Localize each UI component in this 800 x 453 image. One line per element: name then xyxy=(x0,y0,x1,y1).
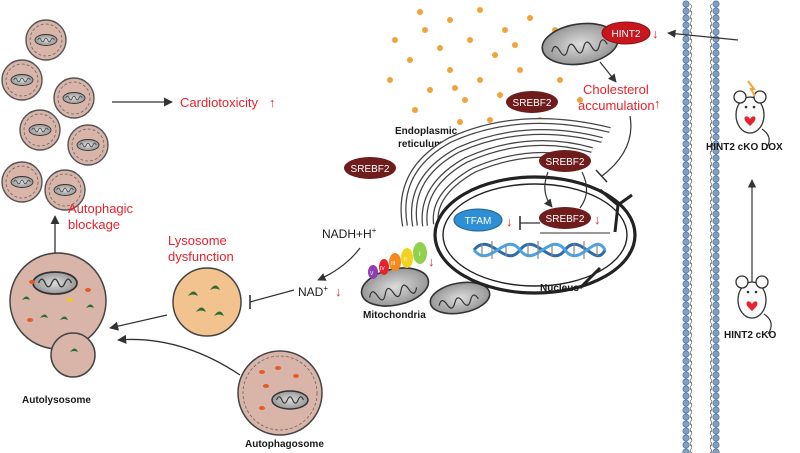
autolysosome xyxy=(9,252,107,378)
inhibit-cholesterol-to-srebf2 xyxy=(601,115,632,177)
svg-text:SREBF2: SREBF2 xyxy=(546,157,585,168)
er-label-line2: reticulum xyxy=(398,139,443,150)
autophagic-label-line2: blockage xyxy=(68,217,120,232)
damaged-cell xyxy=(44,169,86,211)
autophagosome xyxy=(237,350,323,436)
hint2-cko-dox-label: HINT2 cKO DOX xyxy=(706,142,783,153)
damaged-cell xyxy=(67,124,109,166)
hint2-down-arrow: ↓ xyxy=(652,26,659,41)
lysosome xyxy=(172,267,242,337)
srebf2-membrane: SREBF2 xyxy=(539,150,591,172)
damaged-cell xyxy=(1,59,43,101)
arrow-lysosome-to-autolysosome xyxy=(109,314,168,331)
svg-text:SREBF2: SREBF2 xyxy=(513,98,552,109)
damaged-cell xyxy=(25,19,67,61)
complexes-down-arrow: ↓ xyxy=(428,254,435,269)
svg-text:III: III xyxy=(391,261,395,267)
damaged-cell xyxy=(19,109,61,151)
srebf2-cytoplasm: SREBF2 xyxy=(506,91,558,113)
er-label-line1: Endoplasmic xyxy=(395,126,458,137)
er-vesicles xyxy=(387,7,583,125)
nucleus-label: Nucleus xyxy=(540,283,579,294)
mouse-dox xyxy=(733,80,770,150)
respiratory-complexes: V IV III II I xyxy=(368,242,427,279)
cardiotoxicity-label: Cardiotoxicity xyxy=(180,95,259,110)
svg-text:V: V xyxy=(370,271,374,277)
arrow-nadh-to-nad xyxy=(317,247,361,281)
mitochondrion-second xyxy=(429,281,491,315)
mitochondria-label: Mitochondria xyxy=(363,310,426,321)
svg-text:SREBF2: SREBF2 xyxy=(546,214,585,225)
svg-text:HINT2: HINT2 xyxy=(612,29,641,40)
arrow-srebf2-translocation xyxy=(543,171,553,208)
tfam-badge: TFAM xyxy=(453,208,503,232)
mouse-cko xyxy=(735,275,772,335)
cholesterol-label-line1: Cholesterol xyxy=(583,82,649,97)
dna-helix xyxy=(472,241,607,259)
hint2-badge: HINT2 xyxy=(601,21,651,45)
cell-membrane xyxy=(682,0,720,453)
mitochondrion-main xyxy=(360,267,430,307)
hint2-cko-label: HINT2 cKO xyxy=(724,330,776,341)
nad-down-arrow: ↓ xyxy=(335,284,342,299)
autolysosome-label: Autolysosome xyxy=(22,395,91,406)
damaged-cell xyxy=(53,77,95,119)
arrow-mouse-to-hint2 xyxy=(667,29,739,41)
arrow-hint2-to-cholesterol xyxy=(599,61,617,83)
damaged-cell xyxy=(1,161,43,203)
srebf2-er: SREBF2 xyxy=(344,157,396,179)
cardiotoxicity-up-arrow: ↑ xyxy=(269,95,276,110)
autophagic-label-line1: Autophagic xyxy=(68,201,134,216)
svg-text:TFAM: TFAM xyxy=(465,216,492,227)
arrow-autophagosome-to-autolysosome xyxy=(117,334,241,376)
hint2-mitochondrion xyxy=(541,22,619,66)
svg-text:I: I xyxy=(419,252,421,258)
lysosome-label-line2: dysfunction xyxy=(168,249,234,264)
cholesterol-up-arrow: ↑ xyxy=(654,96,661,111)
nad-label: NAD+ xyxy=(298,284,328,299)
curve-srebf2-return xyxy=(579,171,588,209)
lysosome-label-line1: Lysosome xyxy=(168,233,227,248)
cholesterol-label-line2: accumulation xyxy=(578,98,655,113)
autophagosome-label: Autophagosome xyxy=(245,439,324,450)
nucleus xyxy=(433,175,637,295)
svg-text:IV: IV xyxy=(380,266,385,272)
damaged-cells-cluster xyxy=(1,19,109,211)
svg-text:II: II xyxy=(404,257,407,263)
nadh-label: NADH+H+ xyxy=(322,226,377,241)
tfam-down-arrow: ↓ xyxy=(506,214,513,229)
inhibit-nad-to-lysosome xyxy=(249,289,295,303)
srebf2-nuclear-down-arrow: ↓ xyxy=(594,212,601,227)
svg-text:SREBF2: SREBF2 xyxy=(351,164,390,175)
srebf2-nuclear: SREBF2 xyxy=(539,207,591,229)
